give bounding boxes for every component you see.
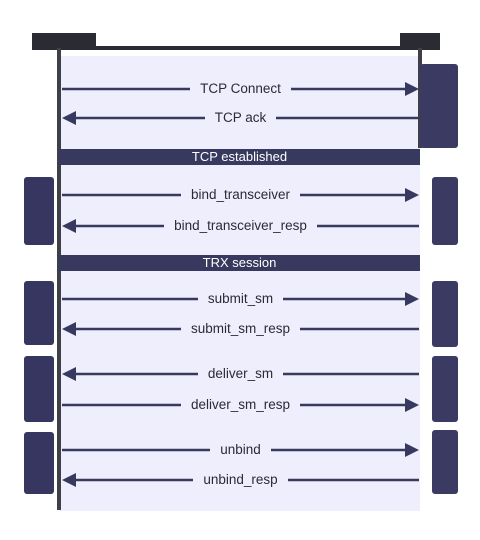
arrowhead-left <box>62 111 76 125</box>
message-label: TCP Connect <box>190 81 291 96</box>
left-activation-bind <box>24 177 54 245</box>
arrowhead-right <box>405 188 419 202</box>
section-tcp-established: TCP established <box>59 149 420 165</box>
message-label: bind_transceiver_resp <box>164 218 317 233</box>
right-activation-unbind <box>432 430 458 494</box>
message-arrow: TCP ack <box>62 110 419 126</box>
diagram-panel <box>59 56 420 511</box>
message-label: submit_sm <box>197 291 284 306</box>
message-arrow: TCP Connect <box>62 81 419 97</box>
arrowhead-left <box>62 322 76 336</box>
header-connector <box>32 46 440 50</box>
message-label: unbind <box>210 442 271 457</box>
left-activation-deliver <box>24 356 54 422</box>
message-label: bind_transceiver <box>180 187 301 202</box>
left-activation-unbind <box>24 432 54 494</box>
right-activation-bind <box>432 177 458 245</box>
left-lifeline <box>57 48 61 510</box>
message-arrow: unbind_resp <box>62 472 419 488</box>
arrowhead-left <box>62 367 76 381</box>
message-arrow: deliver_sm_resp <box>62 397 419 413</box>
arrowhead-right <box>405 398 419 412</box>
message-label: TCP ack <box>204 110 277 125</box>
arrowhead-left <box>62 219 76 233</box>
left-activation-submit <box>24 281 54 345</box>
left-participant-header <box>32 33 96 47</box>
arrowhead-right <box>405 82 419 96</box>
arrowhead-left <box>62 473 76 487</box>
message-label: submit_sm_resp <box>180 321 301 336</box>
message-label: unbind_resp <box>193 472 288 487</box>
right-activation-deliver <box>432 356 458 422</box>
message-arrow: submit_sm <box>62 291 419 307</box>
arrowhead-right <box>405 443 419 457</box>
message-arrow: deliver_sm <box>62 366 419 382</box>
message-arrow: bind_transceiver_resp <box>62 218 419 234</box>
message-arrow: submit_sm_resp <box>62 321 419 337</box>
message-arrow: unbind <box>62 442 419 458</box>
right-activation-submit <box>432 281 458 347</box>
message-label: deliver_sm <box>197 366 284 381</box>
right-participant-header <box>400 33 440 47</box>
right-activation-tcp <box>420 64 458 148</box>
arrowhead-right <box>405 292 419 306</box>
message-arrow: bind_transceiver <box>62 187 419 203</box>
message-label: deliver_sm_resp <box>180 397 301 412</box>
section-trx-session: TRX session <box>59 255 420 271</box>
